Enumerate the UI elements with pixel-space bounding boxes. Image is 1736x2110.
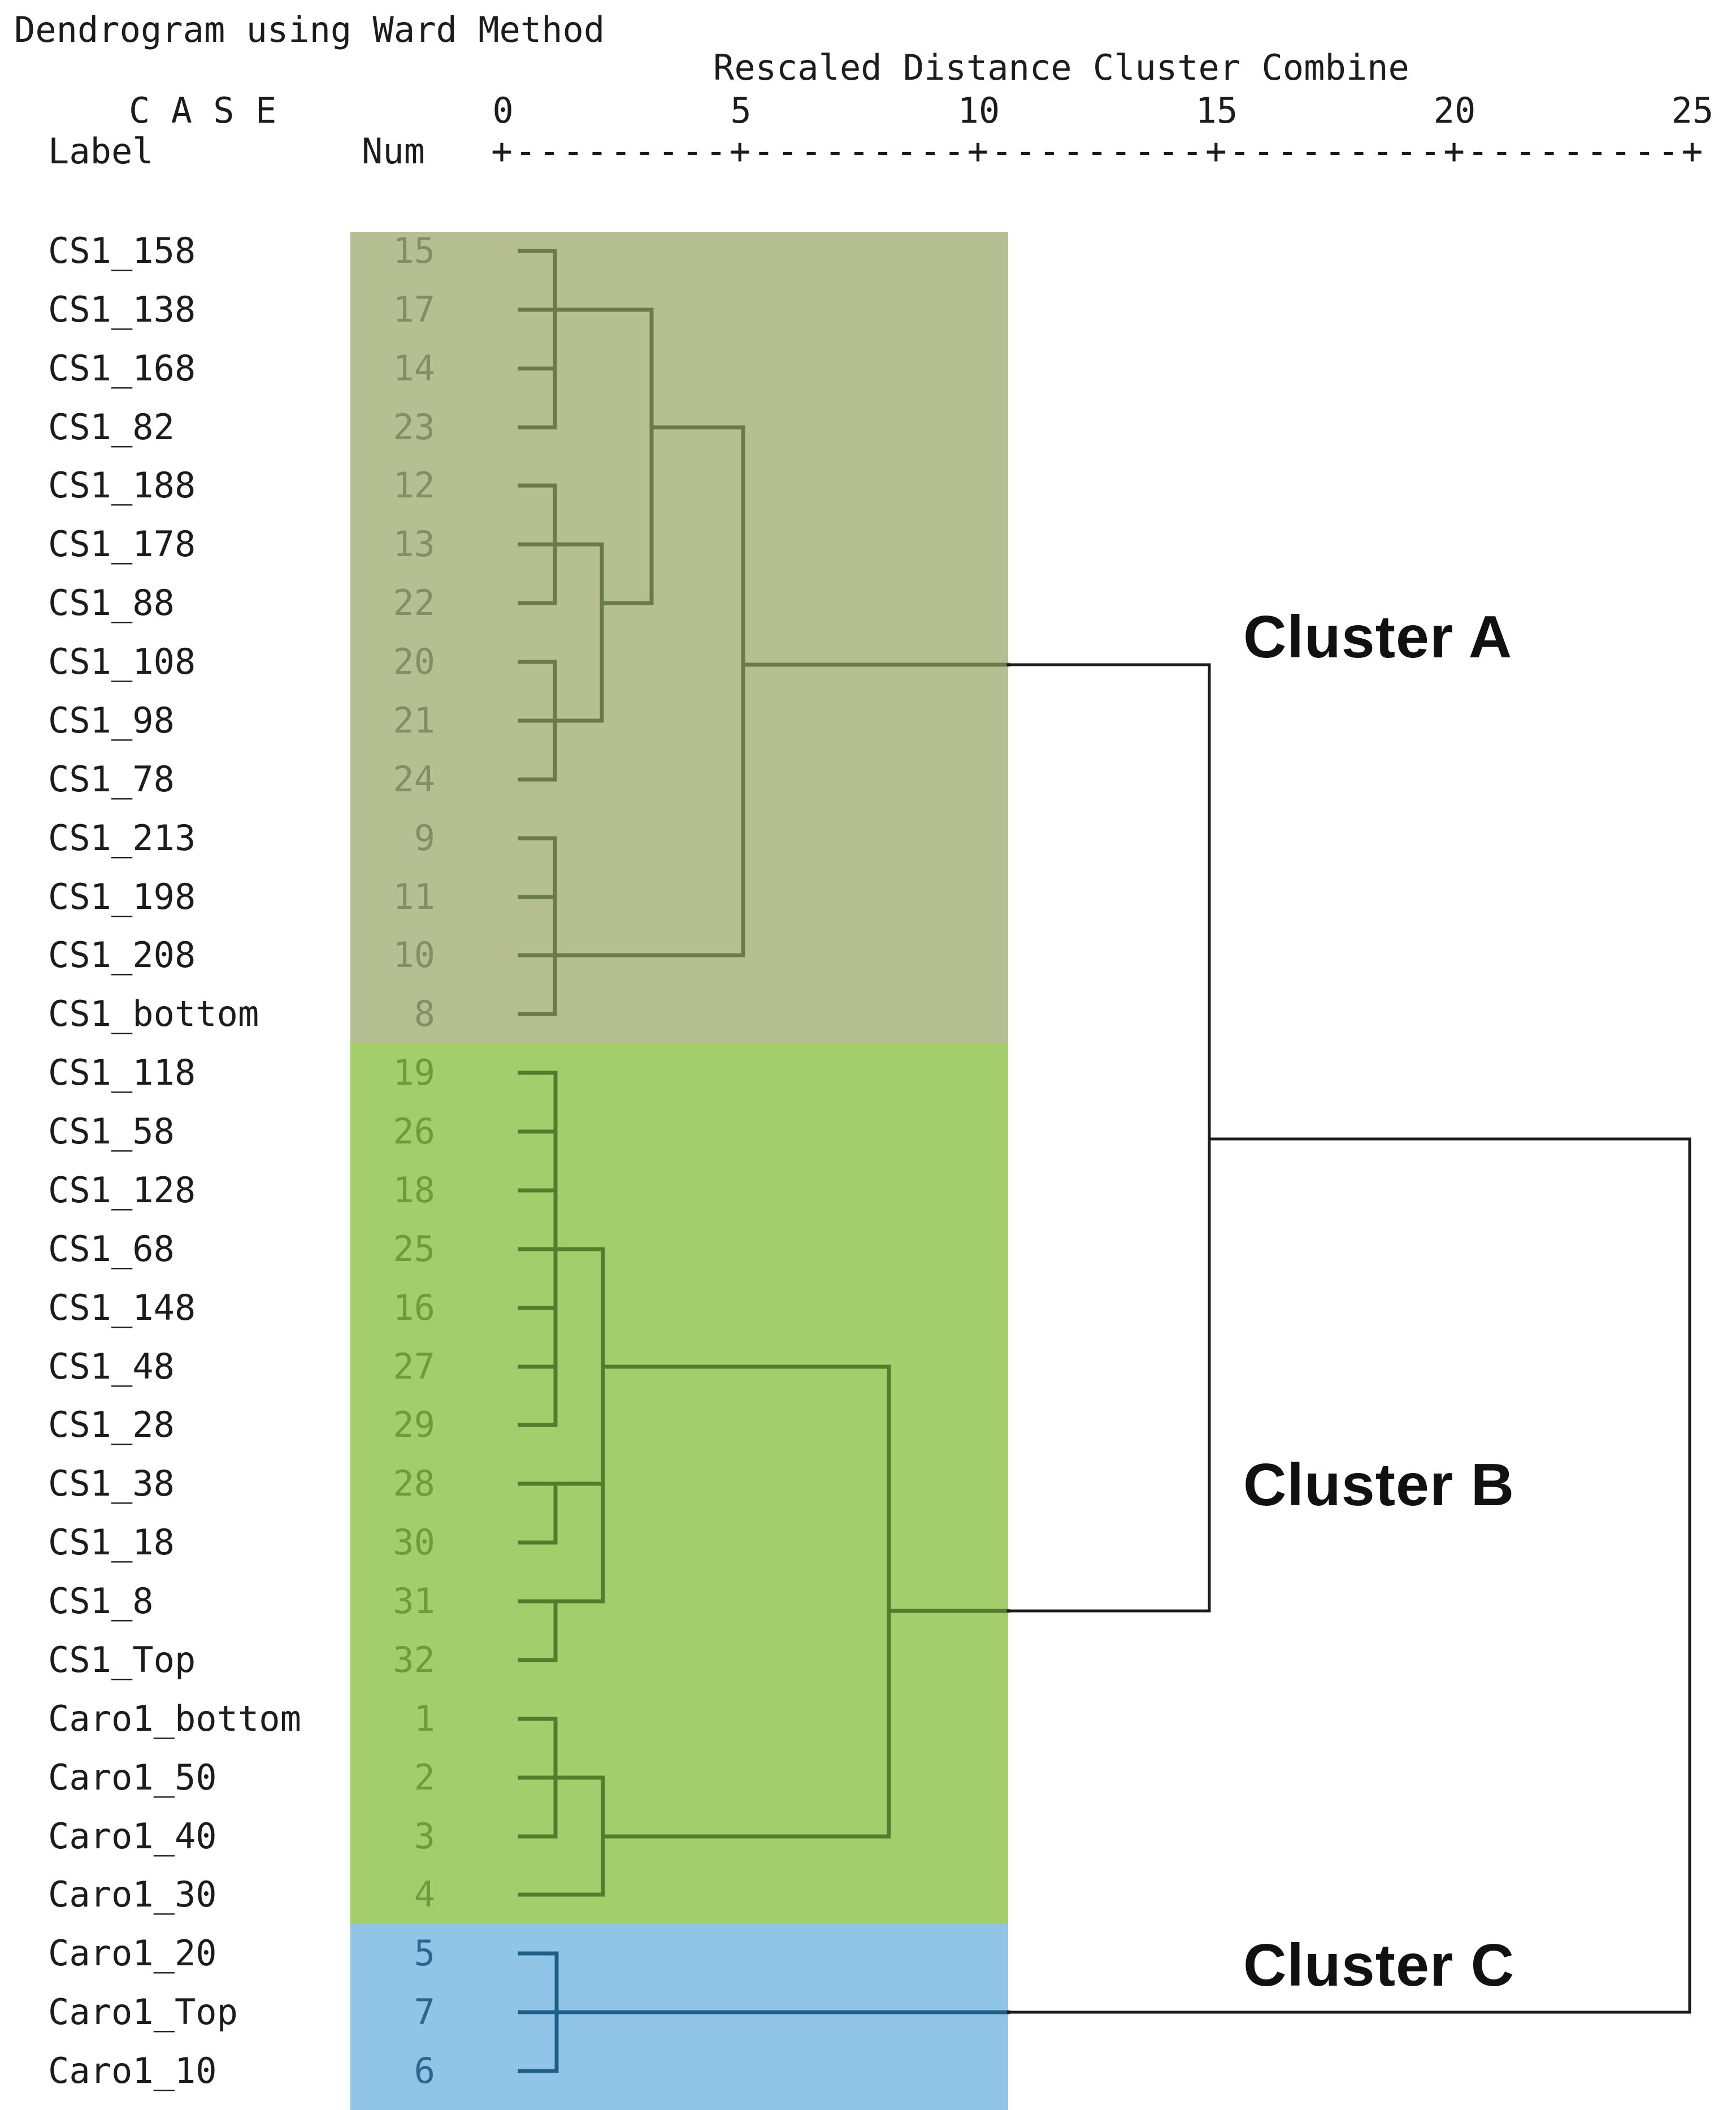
- row-num: 27: [393, 1346, 435, 1387]
- num-column-header: Num: [362, 131, 425, 172]
- row-label: CS1_118: [48, 1052, 196, 1093]
- cluster-b-label: Cluster B: [1243, 1452, 1515, 1518]
- row-num: 11: [393, 876, 435, 917]
- row-label: CS1_98: [48, 700, 175, 741]
- cluster-c-region: [350, 1924, 1008, 2110]
- row-num: 14: [393, 348, 435, 389]
- cluster-b-region: [350, 1043, 1008, 1924]
- row-label: CS1_bottom: [48, 993, 259, 1034]
- row-num: 13: [393, 523, 435, 565]
- row-label: CS1_128: [48, 1169, 196, 1211]
- row-num: 7: [414, 1991, 435, 2033]
- row-num: 25: [393, 1228, 435, 1270]
- row-num: 16: [393, 1287, 435, 1328]
- row-num: 6: [414, 2050, 435, 2091]
- row-label: CS1_88: [48, 582, 175, 623]
- row-num: 26: [393, 1111, 435, 1152]
- case-header: C A S E: [129, 90, 277, 131]
- row-label: CS1_38: [48, 1463, 175, 1504]
- row-label: Caro1_40: [48, 1816, 217, 1857]
- row-num: 32: [393, 1639, 435, 1680]
- row-num: 29: [393, 1404, 435, 1445]
- row-num: 3: [414, 1816, 435, 1857]
- row-label: CS1_168: [48, 348, 196, 389]
- axis-tick-20: 20: [1433, 90, 1476, 131]
- row-num: 12: [393, 465, 435, 506]
- row-label: CS1_178: [48, 523, 196, 565]
- row-label: CS1_138: [48, 289, 196, 330]
- row-label: Caro1_Top: [48, 1991, 238, 2033]
- cluster-c-label: Cluster C: [1243, 1932, 1515, 1999]
- axis-tick-0: 0: [492, 90, 514, 131]
- row-label: CS1_68: [48, 1228, 175, 1270]
- row-label: CS1_48: [48, 1346, 175, 1387]
- row-label: CS1_8: [48, 1580, 154, 1622]
- row-label: CS1_208: [48, 934, 196, 976]
- row-label: CS1_18: [48, 1522, 175, 1563]
- row-num: 5: [414, 1933, 435, 1974]
- row-label: CS1_82: [48, 406, 175, 448]
- label-column-header: Label: [48, 131, 154, 172]
- row-num: 30: [393, 1522, 435, 1563]
- row-num: 2: [414, 1757, 435, 1798]
- row-label: Caro1_bottom: [48, 1698, 301, 1739]
- row-label: CS1_188: [48, 465, 196, 506]
- row-label: CS1_108: [48, 641, 196, 682]
- row-num: 23: [393, 406, 435, 448]
- row-label: Caro1_20: [48, 1933, 217, 1974]
- page-title: Dendrogram using Ward Method: [14, 9, 605, 50]
- row-num: 28: [393, 1463, 435, 1504]
- axis-tick-15: 15: [1195, 90, 1238, 131]
- axis-ruler: +---------+---------+---------+---------…: [491, 131, 1705, 172]
- row-num: 18: [393, 1169, 435, 1211]
- row-num: 19: [393, 1052, 435, 1093]
- row-label: CS1_28: [48, 1404, 175, 1445]
- row-label: CS1_78: [48, 759, 175, 800]
- row-num: 4: [414, 1874, 435, 1915]
- row-label: CS1_Top: [48, 1639, 196, 1680]
- row-label: CS1_213: [48, 817, 196, 859]
- row-label: Caro1_10: [48, 2050, 217, 2091]
- row-label: Caro1_50: [48, 1757, 217, 1798]
- row-label: CS1_158: [48, 230, 196, 271]
- row-num: 17: [393, 289, 435, 330]
- cluster-a-label: Cluster A: [1243, 604, 1513, 670]
- axis-tick-25: 25: [1671, 90, 1714, 131]
- axis-title: Rescaled Distance Cluster Combine: [713, 47, 1409, 88]
- row-num: 24: [393, 759, 435, 800]
- row-num: 9: [414, 817, 435, 859]
- row-num: 21: [393, 700, 435, 741]
- axis-tick-10: 10: [957, 90, 1000, 131]
- cluster-a-region: [350, 232, 1008, 1043]
- row-label: CS1_148: [48, 1287, 196, 1328]
- row-num: 8: [414, 993, 435, 1034]
- row-num: 22: [393, 582, 435, 623]
- row-label: CS1_198: [48, 876, 196, 917]
- row-num: 15: [393, 230, 435, 271]
- row-num: 31: [393, 1580, 435, 1622]
- row-label: CS1_58: [48, 1111, 175, 1152]
- row-num: 10: [393, 934, 435, 976]
- row-num: 1: [414, 1698, 435, 1739]
- row-num: 20: [393, 641, 435, 682]
- row-label: Caro1_30: [48, 1874, 217, 1915]
- axis-tick-5: 5: [730, 90, 752, 131]
